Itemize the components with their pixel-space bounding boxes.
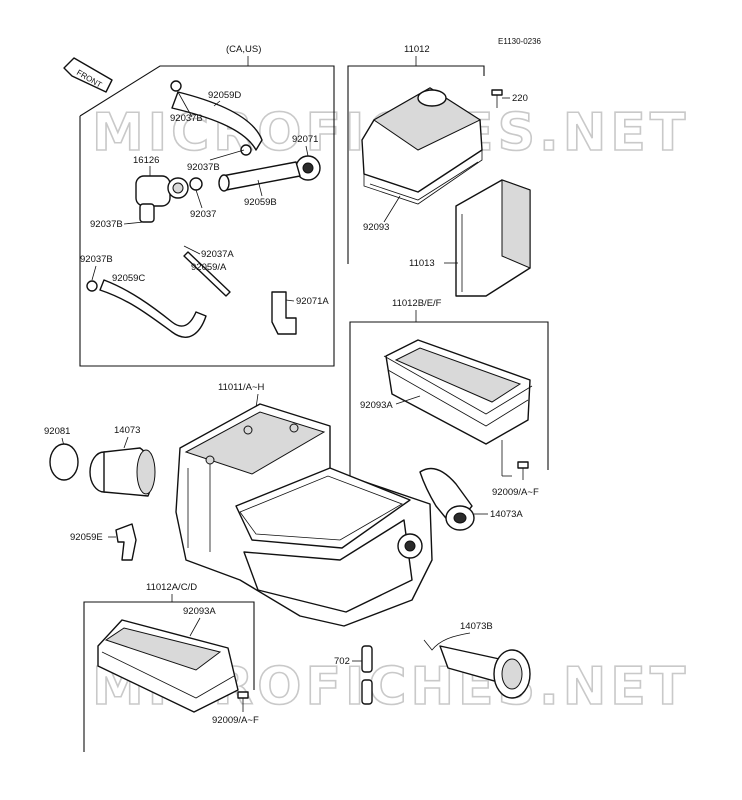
hose-92059c bbox=[99, 279, 207, 338]
label-14073: 14073 bbox=[114, 425, 140, 436]
label-11013: 11013 bbox=[409, 258, 435, 269]
front-arrow-icon: FRONT bbox=[63, 57, 113, 93]
group-11012bef: 11012B/E/F 92093A bbox=[349, 298, 549, 476]
label-92059b: 92059B bbox=[244, 197, 277, 208]
filter-11013 bbox=[455, 179, 531, 297]
duct-14073b bbox=[439, 645, 531, 699]
group-11012acd: 11012A/C/D 92093A 92009/A~F bbox=[83, 582, 259, 752]
label-14073b: 14073B bbox=[460, 621, 493, 632]
group-ca-us-label: (CA,US) bbox=[226, 44, 261, 55]
label-92093a-bottom: 92093A bbox=[183, 606, 216, 617]
clamp-92037b-top bbox=[170, 80, 182, 92]
label-220: 220 bbox=[512, 93, 528, 104]
group-ca-us: (CA,US) 92059D 92037B 92071 1 bbox=[79, 44, 335, 367]
label-702: 702 bbox=[334, 656, 350, 667]
hose-92059d bbox=[171, 91, 263, 151]
group-11012acd-label: 11012A/C/D bbox=[146, 582, 197, 593]
label-92009-bottom: 92009/A~F bbox=[212, 715, 259, 726]
elbow-92071a bbox=[271, 291, 297, 335]
label-92059a: 92059/A bbox=[191, 262, 227, 273]
funnel-14073 bbox=[89, 447, 156, 497]
clamp-92037b-mid bbox=[240, 144, 252, 156]
label-16126: 16126 bbox=[133, 155, 159, 166]
label-92037b-3: 92037B bbox=[90, 219, 123, 230]
oring-92081 bbox=[49, 443, 79, 481]
label-92093a-right: 92093A bbox=[360, 400, 393, 411]
clamp-92037b-low bbox=[86, 280, 98, 292]
diagram-code: E1130-0236 bbox=[498, 37, 542, 46]
label-92059e: 92059E bbox=[70, 532, 103, 543]
duct-14073a bbox=[419, 467, 475, 531]
group-11012-label: 11012 bbox=[404, 44, 430, 55]
label-92093: 92093 bbox=[363, 222, 389, 233]
label-92059c: 92059C bbox=[112, 273, 145, 284]
tube-92059a bbox=[183, 251, 231, 297]
label-92037: 92037 bbox=[190, 209, 216, 220]
label-92081: 92081 bbox=[44, 426, 70, 437]
pin-702-upper bbox=[361, 645, 373, 673]
label-92037b-4: 92037B bbox=[80, 254, 113, 265]
label-92059d: 92059D bbox=[208, 90, 241, 101]
screw-220 bbox=[491, 89, 503, 108]
group-11012bef-label: 11012B/E/F bbox=[392, 298, 442, 309]
label-11011: 11011/A~H bbox=[218, 382, 265, 393]
label-14073a: 14073A bbox=[490, 509, 523, 520]
label-92037b-2: 92037B bbox=[187, 162, 220, 173]
label-92009-right: 92009/A~F bbox=[492, 487, 539, 498]
elbow-92059e bbox=[115, 523, 137, 561]
label-92037b-1: 92037B bbox=[170, 113, 203, 124]
label-92071a: 92071A bbox=[296, 296, 329, 307]
housing-11011: 11011/A~H bbox=[175, 382, 433, 627]
valve-16126 bbox=[135, 175, 189, 223]
group-11012: 11012 220 92093 11013 bbox=[347, 44, 531, 297]
pin-702-lower bbox=[361, 679, 373, 705]
bolt-92009-right bbox=[501, 440, 529, 480]
label-92071: 92071 bbox=[292, 134, 318, 145]
label-92037a: 92037A bbox=[201, 249, 234, 260]
bolt-92009-bottom bbox=[237, 691, 249, 699]
clamp-92037 bbox=[189, 177, 203, 191]
hose-92059b bbox=[221, 161, 301, 191]
